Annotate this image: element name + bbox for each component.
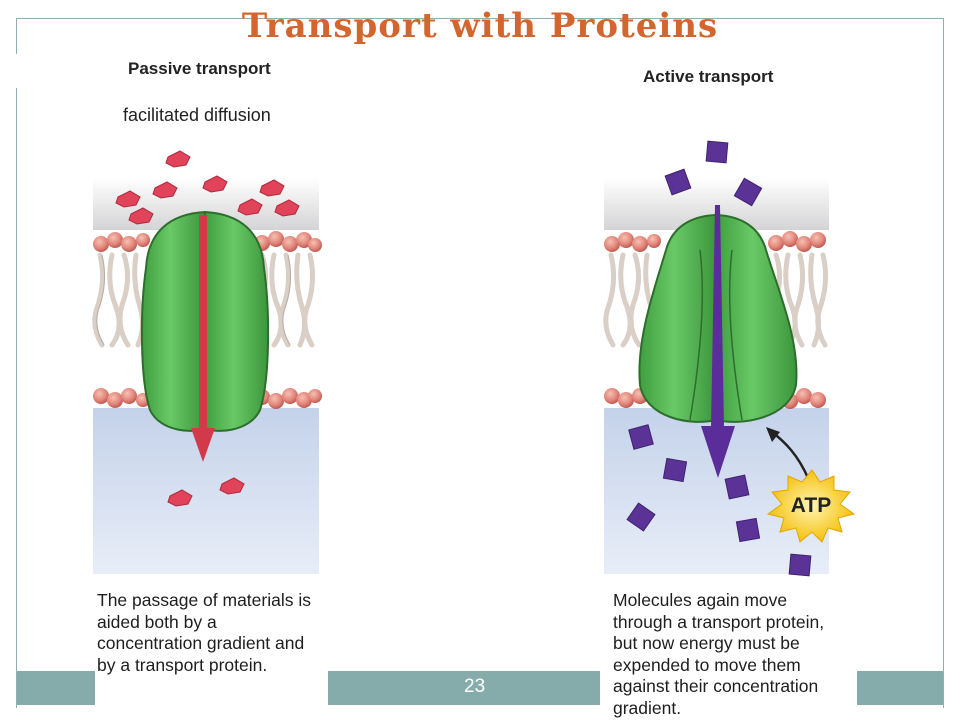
passive-panel <box>92 150 322 574</box>
active-heading: Active transport <box>643 67 774 86</box>
passive-subheading: facilitated diffusion <box>123 105 271 125</box>
footer-bar-right <box>857 671 943 705</box>
frame-line-left-lower <box>16 88 17 708</box>
passive-heading: Passive transport <box>128 59 271 78</box>
atp-energy-arrow <box>766 427 810 479</box>
footer-bar-left <box>17 671 95 705</box>
active-transport-protein <box>638 213 798 423</box>
passive-molecules <box>115 150 300 507</box>
frame-line-right <box>943 18 944 708</box>
passive-transport-protein <box>140 210 270 432</box>
slide-title: Transport with Proteins <box>241 6 719 46</box>
passive-caption: The passage of materials is aided both b… <box>97 590 311 675</box>
active-panel: ATP <box>603 140 856 577</box>
active-molecules <box>626 140 812 577</box>
atp-burst: ATP <box>766 469 856 543</box>
footer-bar-center <box>328 671 600 705</box>
page-number: 23 <box>464 676 486 697</box>
active-arrow <box>701 205 735 478</box>
active-caption: Molecules again move through a transport… <box>613 590 825 718</box>
frame-line-top <box>16 18 944 19</box>
frame-line-left <box>16 18 17 54</box>
atp-label: ATP <box>791 494 831 517</box>
passive-arrow <box>191 215 215 462</box>
